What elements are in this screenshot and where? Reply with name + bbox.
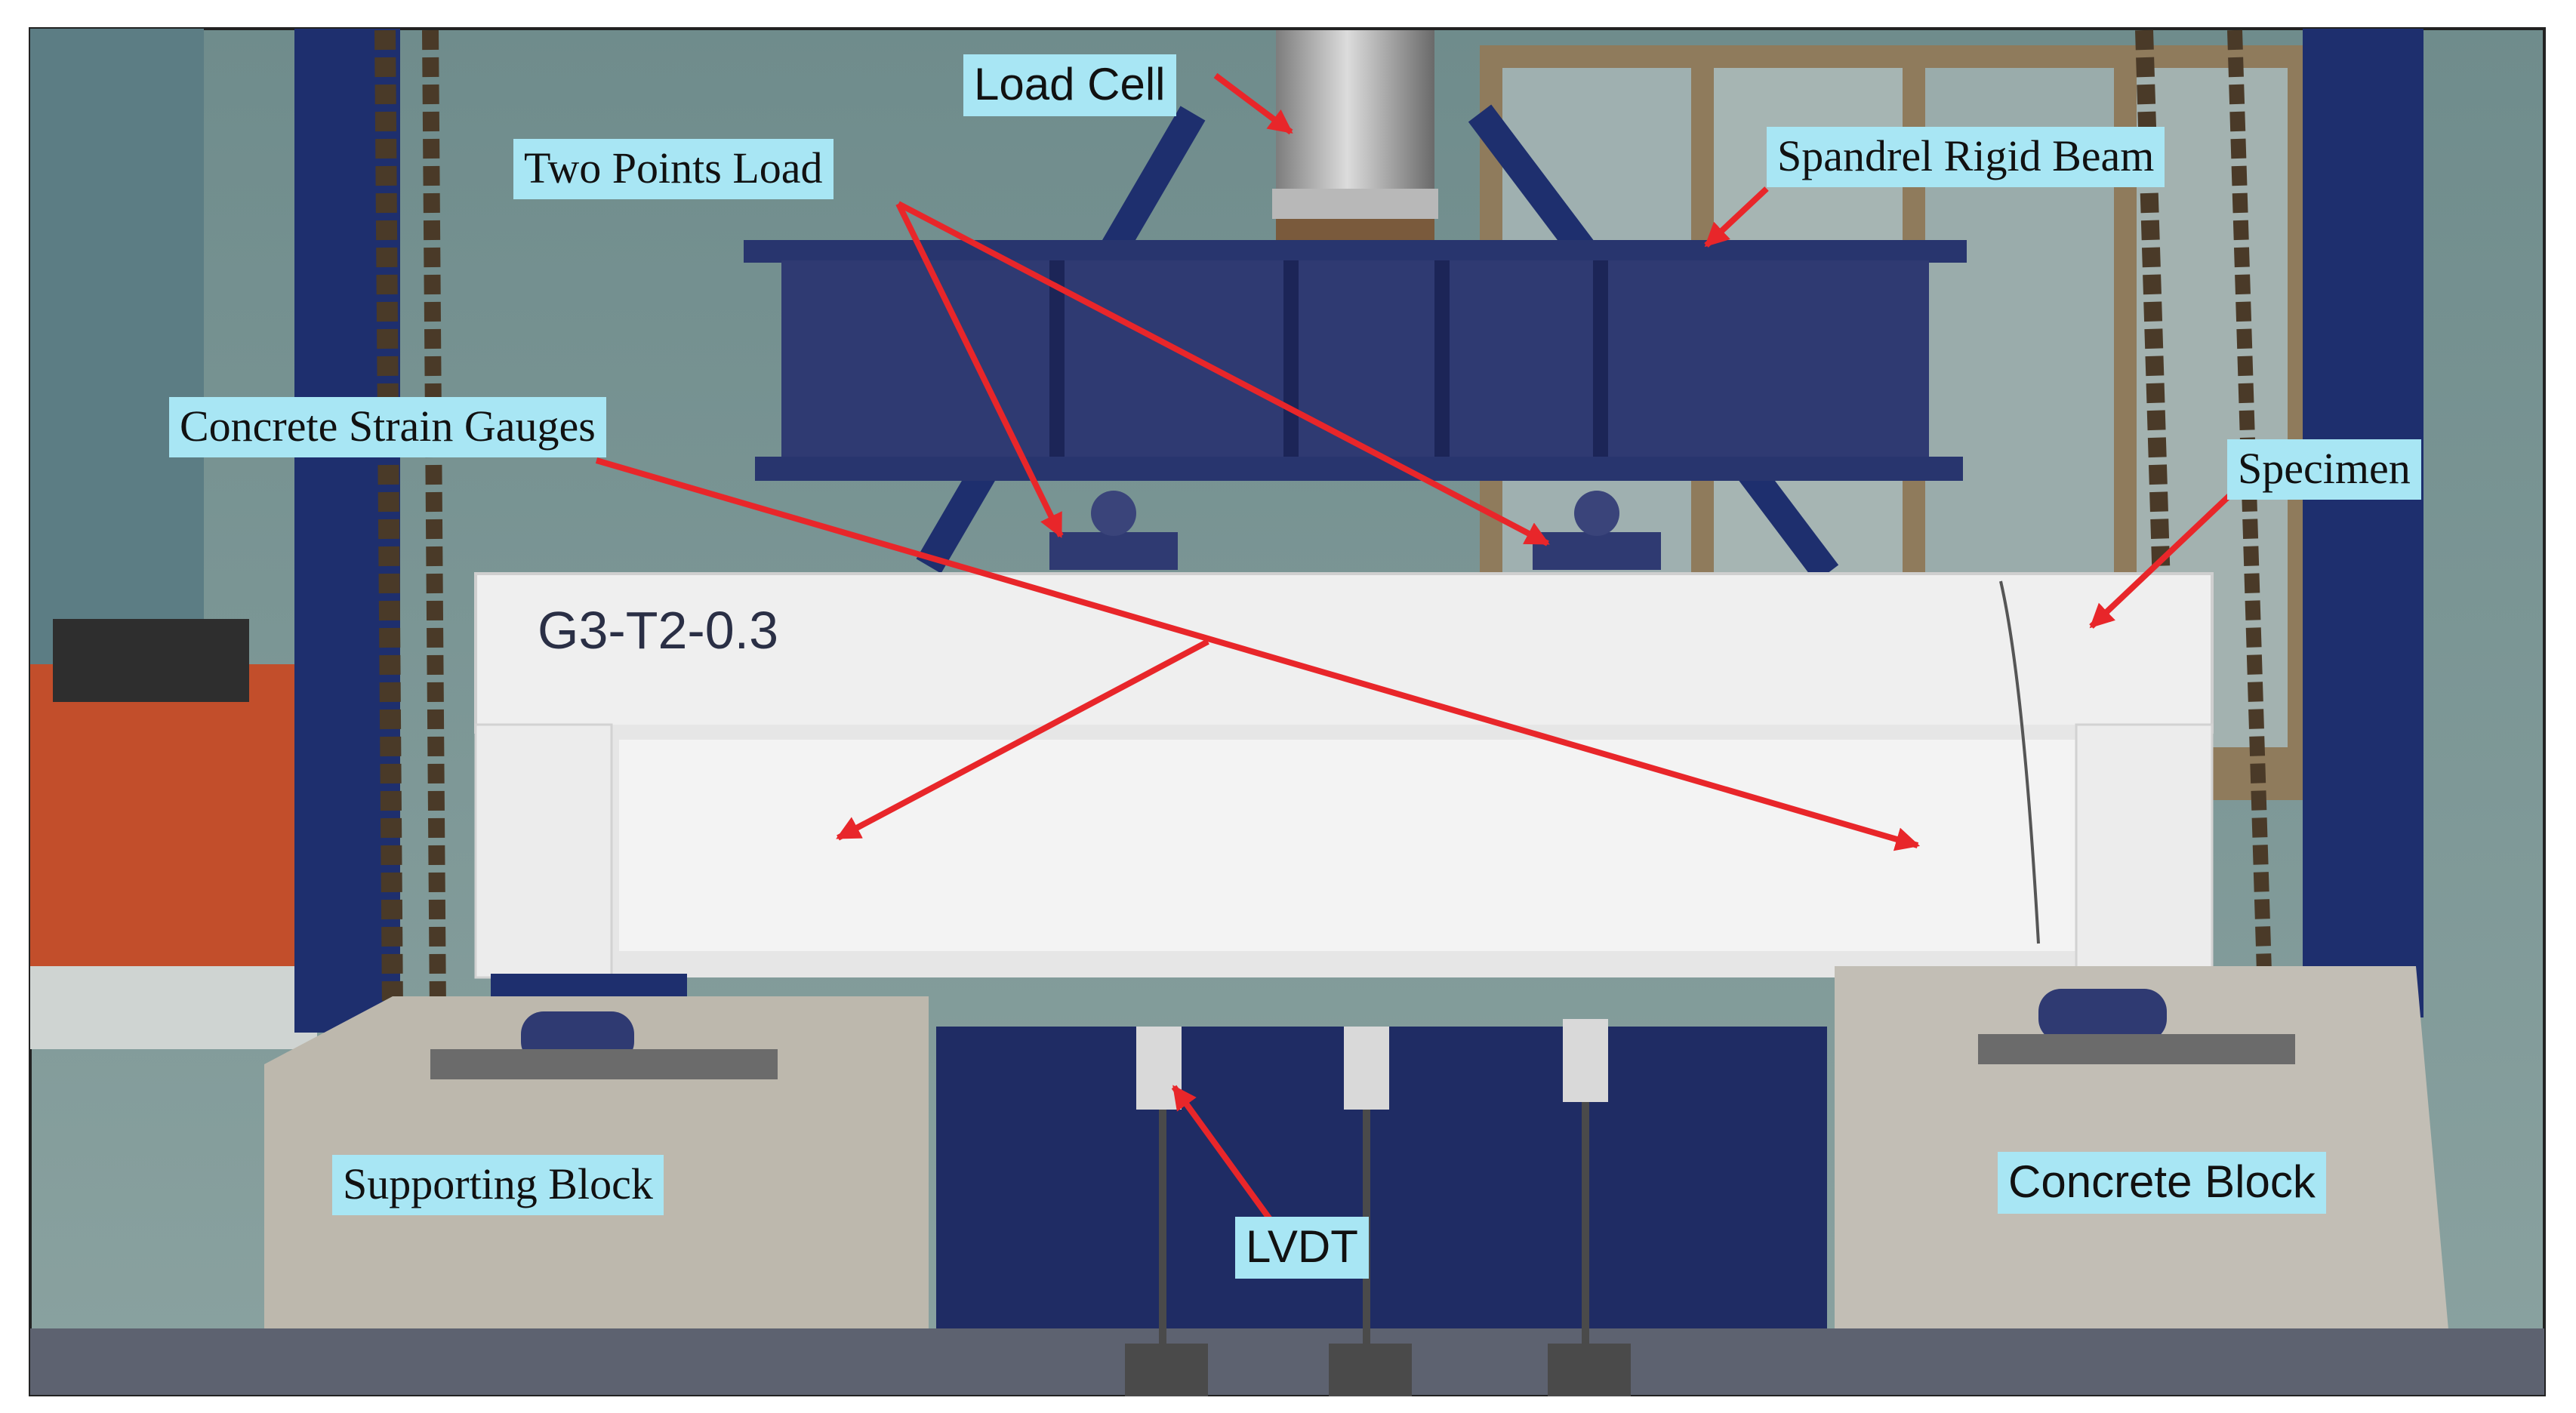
- label-concrete-block: Concrete Block: [1998, 1152, 2326, 1214]
- arrow-strain-gauge-right: [595, 457, 1921, 851]
- label-specimen: Specimen: [2227, 439, 2421, 500]
- arrow-specimen: [2089, 488, 2237, 629]
- annotation-arrows: [595, 72, 2237, 1240]
- label-lvdt: LVDT: [1235, 1217, 1369, 1279]
- arrow-lvdt: [1171, 1085, 1286, 1240]
- arrow-two-points-load-right: [897, 201, 1550, 546]
- arrow-strain-gauge-left: [836, 639, 1209, 841]
- load-cell-cylinder: [1276, 30, 1434, 189]
- hydraulic-pump: [30, 664, 317, 966]
- floor: [30, 1328, 2544, 1395]
- right-frame-column: [2303, 29, 2423, 1017]
- label-spandrel-rigid-beam: Spandrel Rigid Beam: [1767, 127, 2165, 187]
- label-two-points-load: Two Points Load: [513, 139, 834, 199]
- spandrel-beam-web: [781, 260, 1929, 457]
- label-concrete-strain-gauges: Concrete Strain Gauges: [169, 397, 606, 457]
- arrow-two-points-load-left: [895, 202, 1064, 538]
- load-point-right: [1533, 532, 1661, 570]
- specimen-top-beam: [474, 572, 2214, 734]
- load-point-left: [1049, 532, 1178, 570]
- specimen-id-text: G3-T2-0.3: [538, 601, 778, 660]
- spandrel-beam-top-flange: [744, 240, 1967, 263]
- arrow-spandrel-beam: [1704, 186, 1769, 248]
- arrow-load-cell: [1213, 72, 1293, 135]
- label-load-cell: Load Cell: [963, 54, 1176, 116]
- label-supporting-block: Supporting Block: [332, 1155, 664, 1215]
